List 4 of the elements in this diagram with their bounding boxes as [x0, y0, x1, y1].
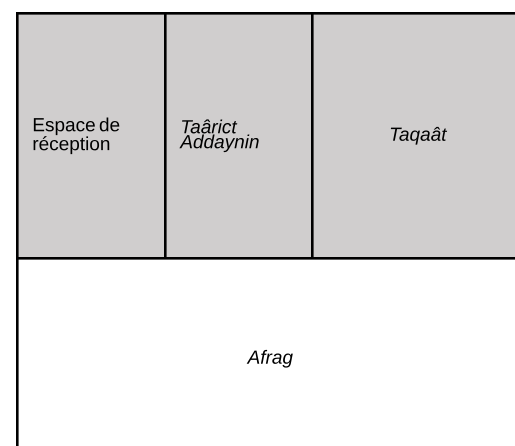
room-box: Taqaât — [311, 12, 515, 260]
room-box: Taârict Addaynin — [164, 12, 314, 260]
room-box: Espace de réception — [16, 12, 167, 260]
room-box: Afrag — [16, 256, 515, 446]
